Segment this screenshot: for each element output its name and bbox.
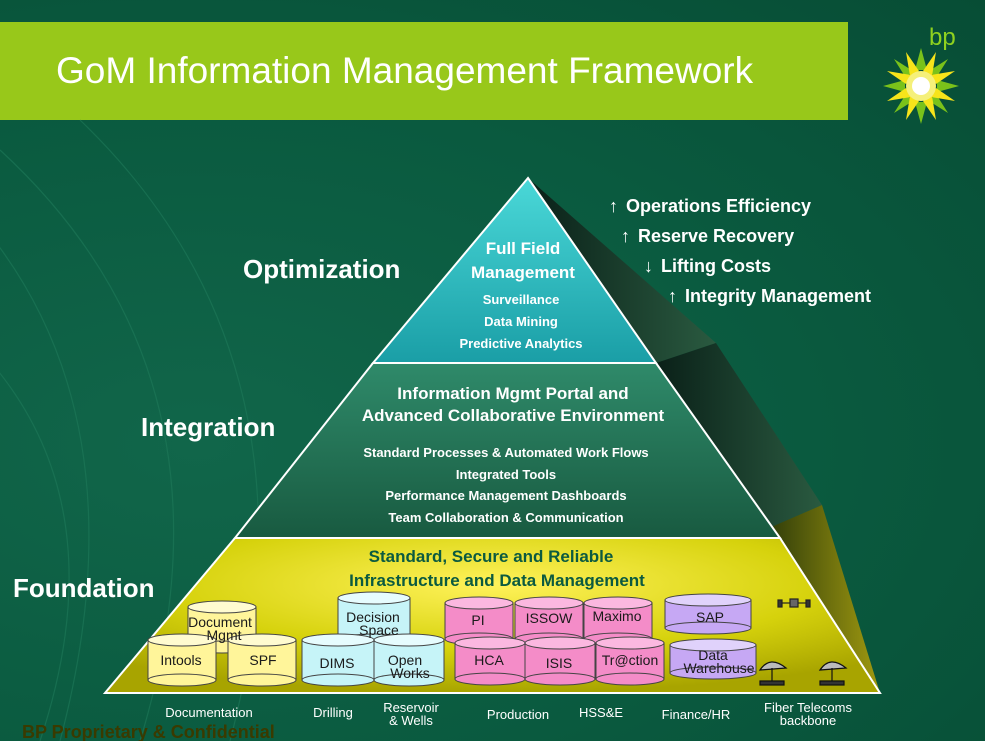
middle-tier-item: Performance Management Dashboards <box>385 488 627 503</box>
top-tier-heading-line1: Full Field <box>485 239 561 258</box>
benefit-operations-efficiency: ↑Operations Efficiency <box>609 196 812 216</box>
level-label-optimization: Optimization <box>243 254 401 284</box>
top-tier-item: Predictive Analytics <box>459 336 583 351</box>
db-spf <box>227 633 297 687</box>
benefit-reserve-recovery: ↑Reserve Recovery <box>621 226 795 246</box>
middle-tier-item: Integrated Tools <box>455 467 557 482</box>
middle-tier-heading-line2: Advanced Collaborative Environment <box>361 406 665 425</box>
bp-logo-text: bp <box>929 24 956 51</box>
db-data-warehouse <box>669 638 757 680</box>
db-label-maximo: Maximo <box>592 608 642 624</box>
db-isis <box>524 636 596 686</box>
database-group <box>147 591 757 687</box>
pyramid-side-top <box>528 178 716 363</box>
arrow-up-icon: ↑ <box>621 226 630 246</box>
db-traction <box>595 636 665 686</box>
middle-tier-item: Team Collaboration & Communication <box>388 510 624 525</box>
db-label-mgmt: Mgmt <box>206 627 242 643</box>
category-label: Documentation <box>165 705 253 720</box>
satellite-icon <box>777 598 811 608</box>
category-label: Reservoir& Wells <box>383 700 439 728</box>
db-label-sap: SAP <box>695 609 725 625</box>
confidentiality-footer: BP Proprietary & Confidential <box>22 722 275 741</box>
db-sap <box>664 593 752 635</box>
category-label: Drilling <box>313 705 353 720</box>
bottom-tier-heading-line2: Infrastructure and Data Management <box>349 571 645 590</box>
title-band <box>0 22 848 120</box>
arrow-up-icon: ↑ <box>609 196 618 216</box>
benefit-integrity-management: ↑Integrity Management <box>668 286 872 306</box>
db-label-open: Open <box>387 652 423 668</box>
db-label-spf: SPF <box>249 652 277 668</box>
db-label-decision: Decision <box>346 609 400 625</box>
category-label: Finance/HR <box>661 707 731 722</box>
slide-title: GoM Information Management Framework <box>56 50 754 91</box>
category-label: HSS&E <box>578 705 624 720</box>
db-pi <box>444 596 514 646</box>
satellite-dish-icon <box>758 661 788 686</box>
top-tier-heading-line2: Management <box>471 263 575 282</box>
satellite-dish-icon-2 <box>818 661 848 686</box>
bp-helios-sunflower-icon <box>883 48 959 124</box>
db-label-traction: Tr@ction <box>601 652 659 668</box>
db-label-works: Works <box>390 665 430 681</box>
db-intools <box>147 633 217 687</box>
db-label-isis: ISIS <box>545 655 573 671</box>
db-label-hca: HCA <box>474 652 504 668</box>
db-label-data: Data <box>698 647 728 663</box>
db-label-pi: PI <box>471 612 485 628</box>
category-label: Production <box>486 707 550 722</box>
arrow-up-icon: ↑ <box>668 286 677 306</box>
top-tier-item: Data Mining <box>484 314 558 329</box>
db-label-document: Document <box>188 614 252 630</box>
level-label-foundation: Foundation <box>13 573 155 603</box>
db-open-works <box>373 633 445 687</box>
db-label-warehouse: Warehouse <box>683 660 755 676</box>
pyramid-tier-top <box>370 176 658 364</box>
db-label-space: Space <box>359 622 399 638</box>
level-label-integration: Integration <box>141 412 276 442</box>
benefit-lifting-costs: ↓Lifting Costs <box>644 256 771 276</box>
arrow-down-icon: ↓ <box>644 256 653 276</box>
db-label-dims: DIMS <box>319 655 355 671</box>
db-label-issow: ISSOW <box>525 610 573 626</box>
top-tier-item: Surveillance <box>482 292 560 307</box>
middle-tier-heading-line1: Information Mgmt Portal and <box>397 384 629 403</box>
db-label-intools: Intools <box>160 652 202 668</box>
middle-tier-item: Standard Processes & Automated Work Flow… <box>363 445 649 460</box>
pyramid-side-middle <box>656 343 822 538</box>
bottom-tier-heading-line1: Standard, Secure and Reliable <box>368 547 614 566</box>
